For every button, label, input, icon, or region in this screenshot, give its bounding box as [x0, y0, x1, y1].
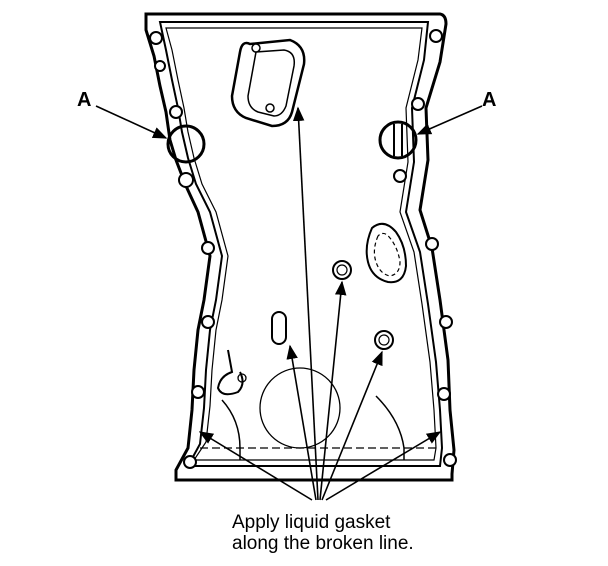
bolt-holes	[149, 29, 457, 469]
gasket-channel-outer	[158, 21, 444, 467]
caption-line-2: along the broken line.	[232, 533, 414, 554]
right-boss	[365, 222, 408, 284]
cover-outline	[144, 12, 456, 482]
top-window	[230, 38, 306, 128]
caption-line-1: Apply liquid gasket	[232, 512, 391, 533]
lower-rib-right	[375, 395, 405, 460]
arrow-a-left	[95, 105, 168, 139]
callout-circle-left	[166, 124, 206, 164]
left-hook	[216, 349, 244, 396]
callout-label-a-right: A	[482, 89, 497, 111]
instruction-caption: Apply liquid gasket along the broken lin…	[232, 512, 414, 554]
arrow-a-right	[416, 105, 483, 135]
callout-label-a-left: A	[77, 89, 92, 111]
gasket-arrows	[198, 106, 442, 501]
small-bosses	[271, 260, 394, 350]
callout-circle-right	[378, 120, 418, 160]
